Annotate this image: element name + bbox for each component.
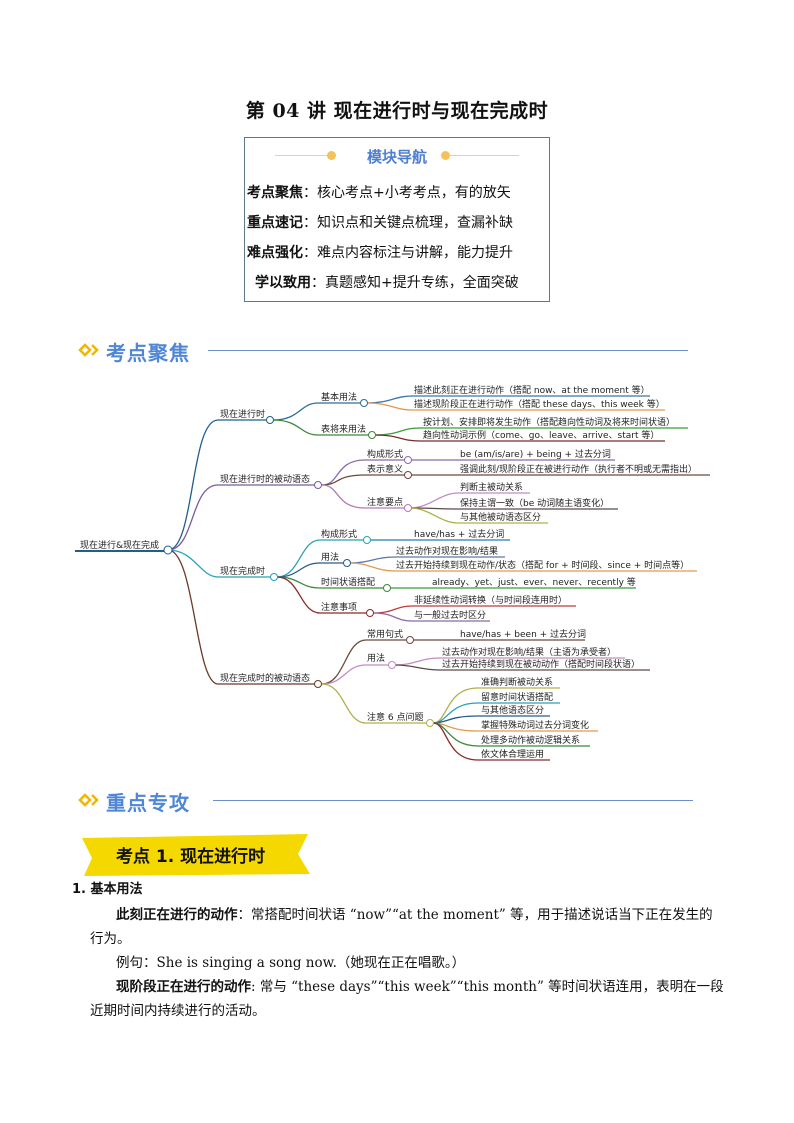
- ribbon-shape: [82, 834, 310, 876]
- paragraph: 此刻正在进行的动作：常搭配时间状语 “now”“at the moment” 等…: [90, 903, 724, 951]
- paragraph: 例句：She is singing a song now.（她现在正在唱歌。）: [90, 951, 724, 975]
- nav-row: 考点聚焦：核心考点+小考考点，有的放矢: [247, 185, 511, 201]
- mindmap-node-label: 表将来用法: [321, 423, 366, 435]
- topic-banner-label: 考点 1. 现在进行时: [116, 847, 266, 867]
- node-circle[interactable]: [404, 504, 412, 512]
- mindmap-leaf-label: 强调此刻/现阶段正在被进行动作（执行者不明或无需指出）: [460, 463, 697, 475]
- mindmap-node-label: 用法: [321, 551, 339, 563]
- nav-row-key: 学以致用: [255, 275, 311, 291]
- double-chevron-icon: [78, 343, 99, 357]
- node-circle[interactable]: [163, 545, 173, 555]
- nav-divider-left: [275, 155, 335, 156]
- nav-row: 学以致用：真题感知+提升专练，全面突破: [255, 275, 519, 291]
- paragraph-lead: 此刻正在进行的动作: [116, 907, 238, 923]
- paragraph-text: ：常搭配时间状语 “now”“at the moment” 等，用于描述说话当下…: [90, 907, 713, 947]
- section-rule: [213, 800, 693, 801]
- mindmap-leaf-label: have/has + 过去分词: [414, 528, 504, 540]
- node-circle[interactable]: [314, 481, 322, 489]
- nav-row-key: 考点聚焦: [247, 185, 303, 201]
- node-circle[interactable]: [343, 559, 351, 567]
- nav-heading: 模块导航: [366, 148, 427, 166]
- node-circle[interactable]: [388, 661, 396, 669]
- nav-row-value: 知识点和关键点梳理，查漏补缺: [317, 215, 513, 231]
- mindmap-leaf-label: 保持主谓一致（be 动词随主语变化）: [460, 497, 609, 509]
- nav-row: 重点速记：知识点和关键点梳理，查漏补缺: [247, 215, 513, 231]
- mindmap-branch-label: 现在进行时的被动语态: [220, 473, 310, 485]
- mindmap-node-label: 注意事项: [321, 601, 357, 613]
- nav-row-value: 核心考点+小考考点，有的放矢: [317, 185, 511, 201]
- mindmap-leaf-label: already、yet、just、ever、never、recently 等: [432, 576, 636, 588]
- mindmap-node-label: 构成形式: [321, 528, 357, 540]
- node-circle[interactable]: [404, 471, 412, 479]
- example-sentence: 例句：She is singing a song now.（她现在正在唱歌。）: [116, 955, 466, 971]
- double-chevron-icon: [78, 793, 99, 807]
- mindmap-leaf-label: 与其他被动语态区分: [460, 511, 541, 523]
- mindmap-node-label: 注意要点: [367, 496, 403, 508]
- mindmap-leaf-label: 描述此刻正在进行动作（搭配 now、at the moment 等）: [414, 384, 650, 396]
- node-circle[interactable]: [270, 573, 278, 581]
- mindmap-leaf-label: 过去动作对现在影响/结果（主语为承受者）: [442, 646, 616, 658]
- node-circle[interactable]: [266, 416, 274, 424]
- section-heading-focus: 考点聚焦: [78, 337, 690, 365]
- nav-row-value: 真题感知+提升专练，全面突破: [325, 275, 519, 291]
- nav-row-value: 难点内容标注与讲解，能力提升: [317, 245, 513, 261]
- mindmap-leaf-label: 过去动作对现在影响/结果: [396, 545, 498, 557]
- node-circle[interactable]: [426, 719, 434, 727]
- mindmap-leaf-label: 趋向性动词示例（come、go、leave、arrive、start 等）: [423, 429, 659, 441]
- mindmap-root-label: 现在进行&现在完成: [80, 539, 159, 551]
- mindmap-leaf-label: 非延续性动词转换（与时间段连用时）: [414, 594, 567, 606]
- mindmap-leaf-label: 描述现阶段正在进行动作（搭配 these days、this week 等）: [414, 398, 665, 410]
- node-circle[interactable]: [368, 431, 376, 439]
- mindmap-node-label: 注意 6 点问题: [367, 711, 423, 723]
- mindmap-leaf-label: 留意时间状语搭配: [481, 691, 553, 703]
- node-circle[interactable]: [406, 636, 414, 644]
- mindmap-leaf-label: 过去开始持续到现在动作/状态（搭配 for + 时间段、since + 时间点等…: [396, 559, 689, 571]
- node-circle[interactable]: [383, 584, 391, 592]
- nav-dot-right: [441, 151, 450, 160]
- module-nav-box: 模块导航 考点聚焦：核心考点+小考考点，有的放矢 重点速记：知识点和关键点梳理，…: [244, 137, 550, 302]
- paragraph: 现阶段正在进行的动作: 常与 “these days”“this week”“t…: [90, 975, 724, 1023]
- mindmap-leaf-label: 与一般过去时区分: [414, 609, 486, 621]
- mindmap-node-label: 构成形式: [367, 448, 403, 460]
- paragraph-lead: 现阶段正在进行的动作: [116, 979, 251, 995]
- mindmap-leaf-label: 依文体合理运用: [481, 748, 544, 760]
- mindmap-leaf-label: be (am/is/are) + being + 过去分词: [460, 448, 611, 460]
- mindmap-leaf-label: have/has + been + 过去分词: [460, 628, 586, 640]
- mindmap-leaf-label: 掌握特殊动词过去分词变化: [481, 719, 589, 731]
- node-circle[interactable]: [366, 609, 374, 617]
- page-title: 第 04 讲 现在进行时与现在完成时: [245, 100, 549, 122]
- node-circle[interactable]: [404, 456, 412, 464]
- section-heading-key: 重点专攻: [78, 787, 698, 815]
- mindmap-leaf-label: 判断主被动关系: [460, 481, 523, 493]
- node-circle[interactable]: [360, 399, 368, 407]
- node-circle[interactable]: [314, 680, 322, 688]
- mindmap-node-label: 基本用法: [321, 391, 357, 403]
- mindmap-node-label: 常用句式: [367, 628, 403, 640]
- subheading: 1. 基本用法: [72, 882, 143, 897]
- nav-row-key: 难点强化: [247, 245, 303, 261]
- mindmap: 现在进行&现在完成 现在进行时 现在进行时的被动语态 现在完成时 现在完成时的被…: [75, 384, 710, 761]
- mindmap-leaf-label: 处理多动作被动逻辑关系: [481, 734, 580, 746]
- mindmap-leaf-label: 准确判断被动关系: [481, 676, 553, 688]
- mindmap-leaf-label: 与其他语态区分: [481, 704, 544, 716]
- paragraph-text: : 常与 “these days”“this week”“this month”…: [90, 979, 724, 1019]
- section-label: 考点聚焦: [106, 341, 190, 365]
- mindmap-node-label: 用法: [367, 652, 385, 664]
- mindmap-leaf-label: 按计划、安排即将发生动作（搭配趋向性动词及将来时间状语）: [423, 416, 675, 428]
- mindmap-branch-label: 现在进行时: [220, 408, 265, 420]
- nav-dot-left: [327, 151, 336, 160]
- mindmap-node-label: 表示意义: [367, 463, 403, 475]
- section-label: 重点专攻: [106, 791, 190, 815]
- nav-row-key: 重点速记: [247, 215, 303, 231]
- topic-banner: 考点 1. 现在进行时: [78, 832, 314, 878]
- mindmap-node-label: 时间状语搭配: [321, 576, 375, 588]
- nav-divider-right: [449, 155, 519, 156]
- mindmap-branch-label: 现在完成时: [220, 565, 265, 577]
- node-circle[interactable]: [363, 536, 371, 544]
- section-rule: [208, 350, 688, 351]
- nav-row: 难点强化：难点内容标注与讲解，能力提升: [247, 245, 513, 261]
- mindmap-leaf-label: 过去开始持续到现在被动动作（搭配时间段状语）: [442, 658, 640, 670]
- mindmap-branch-label: 现在完成时的被动语态: [220, 672, 310, 684]
